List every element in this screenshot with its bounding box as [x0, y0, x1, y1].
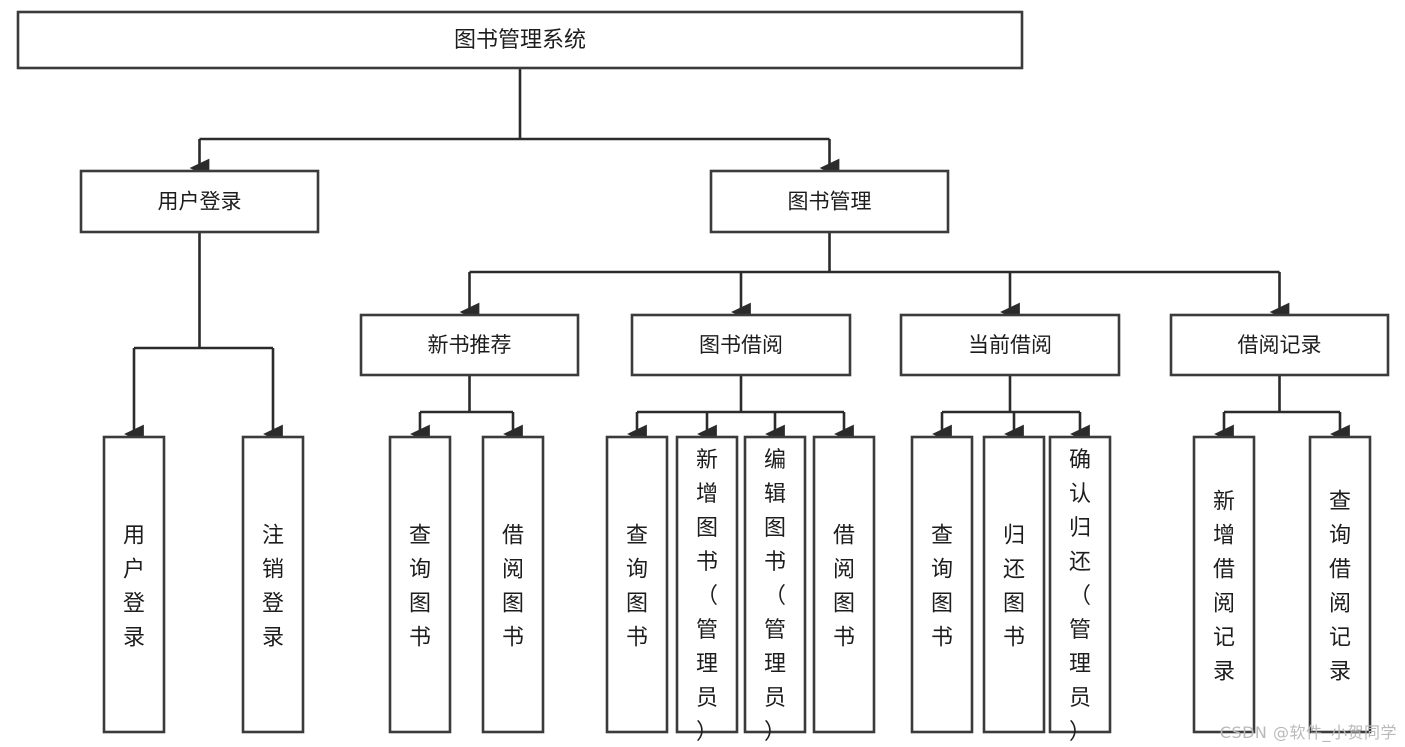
node-leaf-confirm-return-admin[interactable]: 确认归还（管理员）	[1048, 435, 1112, 745]
node-leaf-return-book-rect[interactable]	[982, 435, 1046, 734]
node-leaf-edit-book-admin-label: 编辑图书（管理员）	[764, 448, 786, 745]
node-leaf-borrow-book-label: 借阅图书	[833, 524, 855, 651]
node-leaf-add-borrow-record[interactable]: 新增借阅记录	[1192, 435, 1256, 734]
node-borrow-record[interactable]: 借阅记录	[1169, 313, 1390, 377]
node-current-borrow[interactable]: 当前借阅	[899, 313, 1121, 377]
node-leaf-confirm-return-admin-rect[interactable]	[1048, 435, 1112, 734]
node-leaf-query-book-current-label: 查询图书	[931, 524, 953, 651]
node-leaf-query-book-recommend-label: 查询图书	[409, 524, 431, 651]
node-leaf-return-book[interactable]: 归还图书	[982, 435, 1046, 734]
node-leaf-query-book-borrow-label: 查询图书	[626, 524, 648, 651]
node-book-manage-label: 图书管理	[788, 190, 872, 214]
node-book-borrow-rect[interactable]	[630, 313, 852, 377]
node-leaf-query-book-current-rect[interactable]	[910, 435, 974, 734]
node-leaf-borrow-book-recommend[interactable]: 借阅图书	[481, 435, 545, 734]
node-leaf-user-login[interactable]: 用户登录	[102, 435, 166, 734]
node-current-borrow-label: 当前借阅	[968, 333, 1052, 357]
node-leaf-add-book-admin-rect[interactable]	[675, 435, 739, 734]
node-leaf-query-book-recommend[interactable]: 查询图书	[388, 435, 452, 734]
root-node-system-rect[interactable]	[16, 10, 1024, 70]
node-book-borrow[interactable]: 图书借阅	[630, 313, 852, 377]
node-book-manage-rect[interactable]	[709, 169, 950, 234]
node-current-borrow-rect[interactable]	[899, 313, 1121, 377]
node-borrow-record-rect[interactable]	[1169, 313, 1390, 377]
node-leaf-add-borrow-record-rect[interactable]	[1192, 435, 1256, 734]
node-leaf-add-borrow-record-label: 新增借阅记录	[1213, 490, 1235, 685]
node-leaf-borrow-book-recommend-label: 借阅图书	[502, 524, 524, 651]
node-leaf-add-book-admin-label: 新增图书（管理员）	[696, 448, 718, 745]
node-new-book-recommend[interactable]: 新书推荐	[359, 313, 580, 377]
node-leaf-query-borrow-record-rect[interactable]	[1308, 435, 1372, 734]
root-node-system-label: 图书管理系统	[454, 28, 586, 53]
node-leaf-confirm-return-admin-label: 确认归还（管理员）	[1069, 448, 1091, 745]
node-user-login[interactable]: 用户登录	[79, 169, 320, 234]
node-leaf-edit-book-admin[interactable]: 编辑图书（管理员）	[743, 435, 807, 745]
node-leaf-query-book-borrow-rect[interactable]	[605, 435, 669, 734]
node-leaf-query-book-current[interactable]: 查询图书	[910, 435, 974, 734]
node-leaf-borrow-book-recommend-rect[interactable]	[481, 435, 545, 734]
node-leaf-logout-rect[interactable]	[241, 435, 305, 734]
node-leaf-return-book-label: 归还图书	[1003, 524, 1025, 651]
node-borrow-record-label: 借阅记录	[1238, 333, 1322, 357]
node-leaf-query-book-borrow[interactable]: 查询图书	[605, 435, 669, 734]
node-leaf-query-borrow-record[interactable]: 查询借阅记录	[1308, 435, 1372, 734]
node-leaf-edit-book-admin-rect[interactable]	[743, 435, 807, 734]
node-leaf-add-book-admin[interactable]: 新增图书（管理员）	[675, 435, 739, 745]
node-leaf-logout[interactable]: 注销登录	[241, 435, 305, 734]
node-leaf-borrow-book[interactable]: 借阅图书	[812, 435, 876, 734]
node-user-login-rect[interactable]	[79, 169, 320, 234]
node-new-book-recommend-rect[interactable]	[359, 313, 580, 377]
node-leaf-user-login-label: 用户登录	[123, 524, 145, 651]
node-book-manage[interactable]: 图书管理	[709, 169, 950, 234]
node-new-book-recommend-label: 新书推荐	[428, 333, 512, 357]
node-leaf-query-book-recommend-rect[interactable]	[388, 435, 452, 734]
root-node-system[interactable]: 图书管理系统	[16, 10, 1024, 70]
node-leaf-user-login-rect[interactable]	[102, 435, 166, 734]
node-user-login-label: 用户登录	[158, 190, 242, 214]
node-leaf-query-borrow-record-label: 查询借阅记录	[1329, 490, 1351, 685]
connector-layer	[124, 68, 1350, 444]
node-book-borrow-label: 图书借阅	[699, 333, 783, 357]
node-leaf-borrow-book-rect[interactable]	[812, 435, 876, 734]
node-layer: 图书管理系统用户登录图书管理新书推荐图书借阅当前借阅借阅记录用户登录注销登录查询…	[16, 10, 1390, 745]
node-leaf-logout-label: 注销登录	[262, 524, 284, 651]
